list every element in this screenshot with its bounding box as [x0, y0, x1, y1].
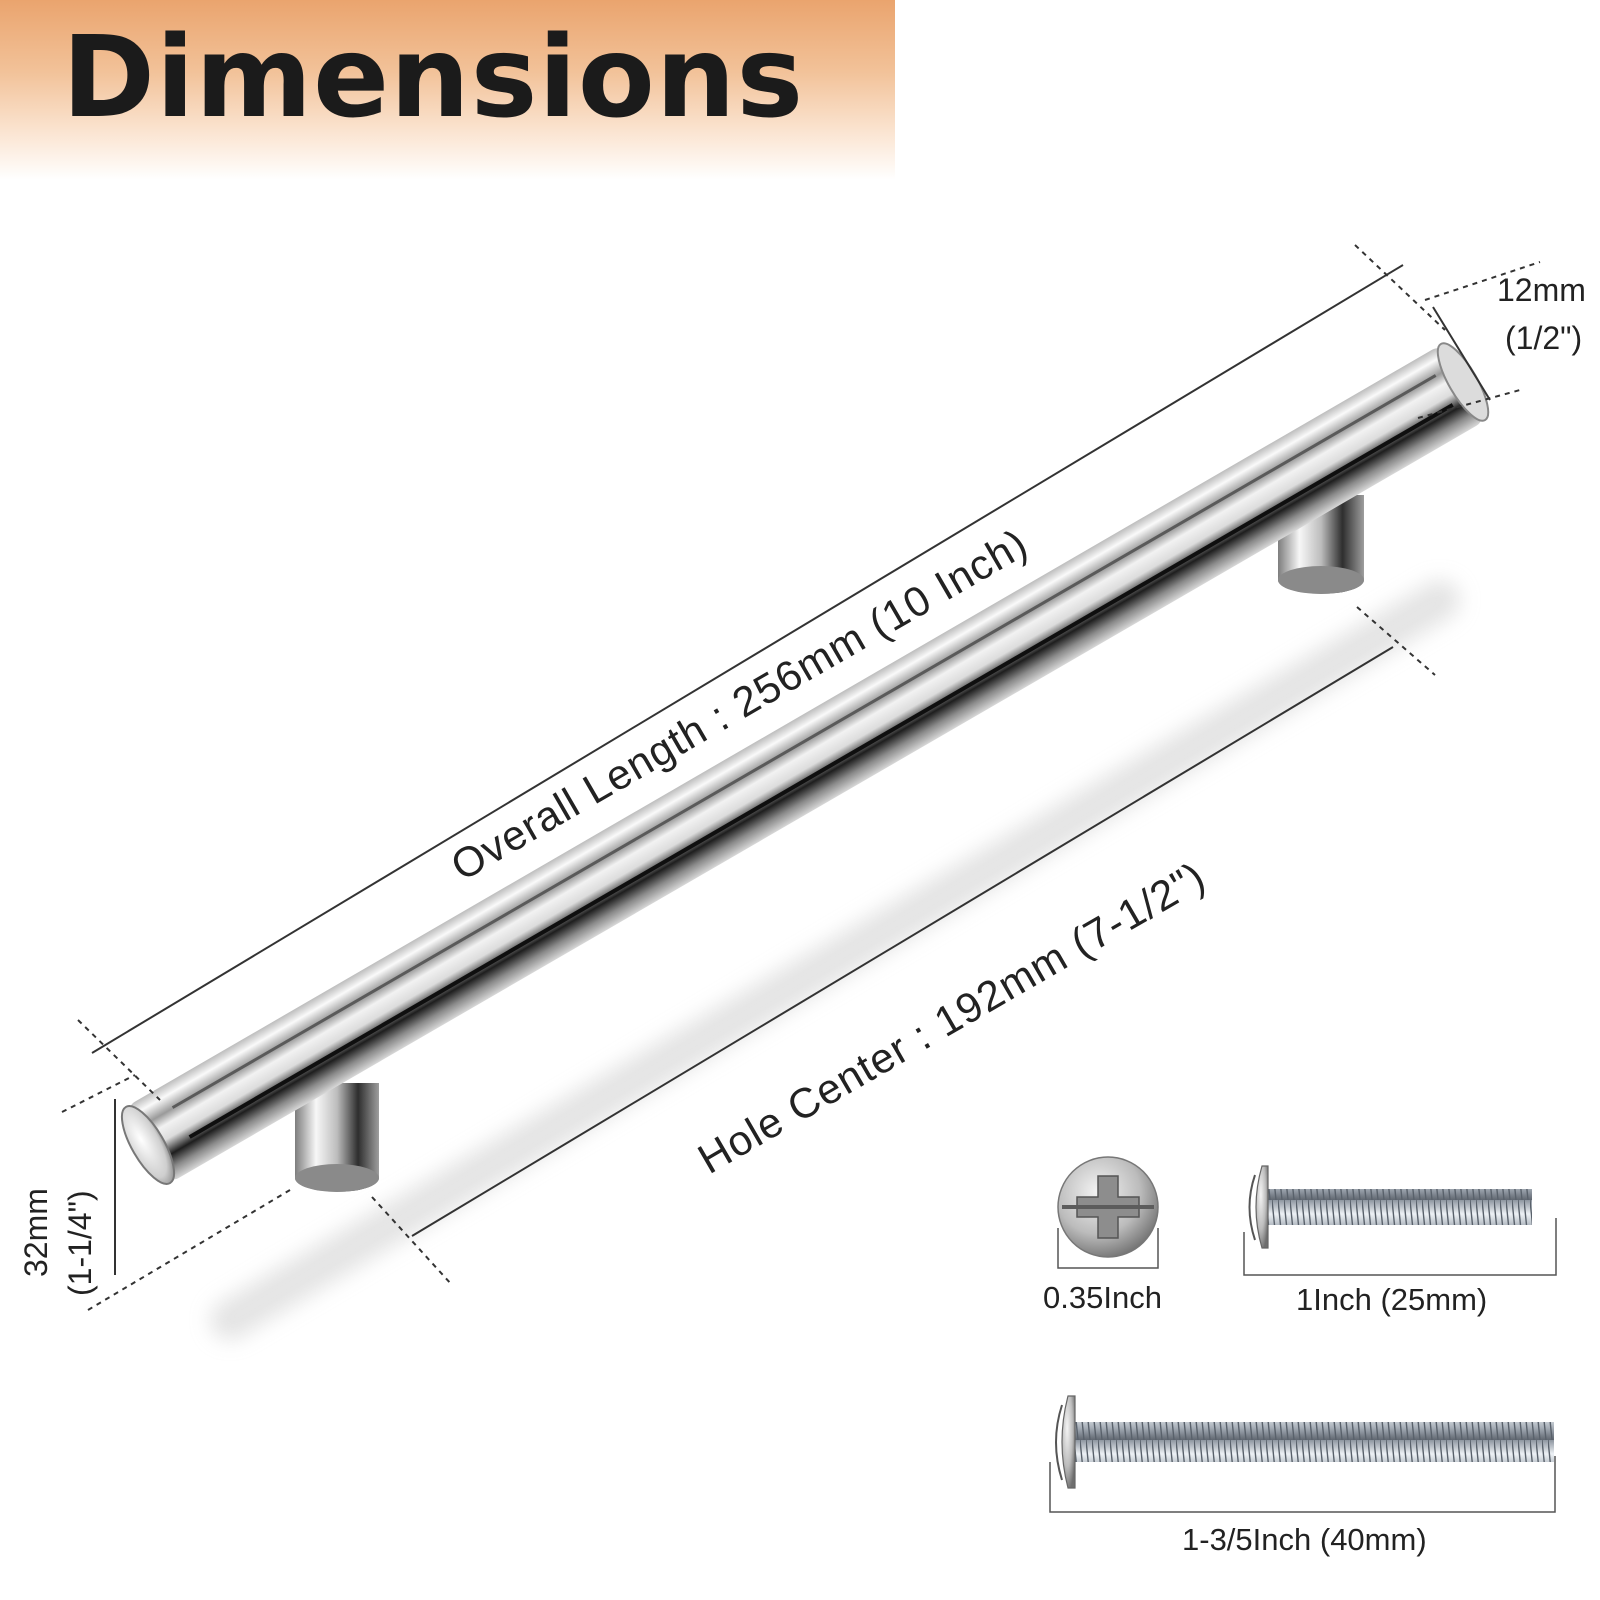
page-title: Dimensions	[62, 13, 805, 143]
handle-shadow	[210, 580, 1460, 1340]
handle-bar	[129, 348, 1482, 1180]
title-banner: Dimensions	[0, 0, 895, 180]
diameter-mm-label: 12mm	[1497, 272, 1586, 308]
screw-head-caption: 0.35Inch	[1043, 1280, 1162, 1315]
long-screw-caption: 1-3/5Inch (40mm)	[1182, 1522, 1427, 1557]
diameter-inch-label: (1/2")	[1505, 320, 1583, 356]
screw-head-bracket	[1057, 1228, 1159, 1269]
height-inch-label: (1-1/4")	[62, 1190, 98, 1296]
short-screw-icon	[1248, 1165, 1532, 1249]
dimension-lines	[61, 244, 1541, 1311]
handle-end-cap-left	[120, 1105, 176, 1185]
screw-head-icon	[1057, 1156, 1159, 1258]
long-screw-bracket	[1049, 1456, 1556, 1513]
short-screw-bracket	[1243, 1218, 1557, 1276]
short-screw-caption: 1Inch (25mm)	[1296, 1282, 1488, 1317]
long-screw-icon	[1055, 1395, 1554, 1489]
height-mm-label: 32mm	[18, 1188, 54, 1277]
handle-post-left	[295, 1083, 379, 1192]
